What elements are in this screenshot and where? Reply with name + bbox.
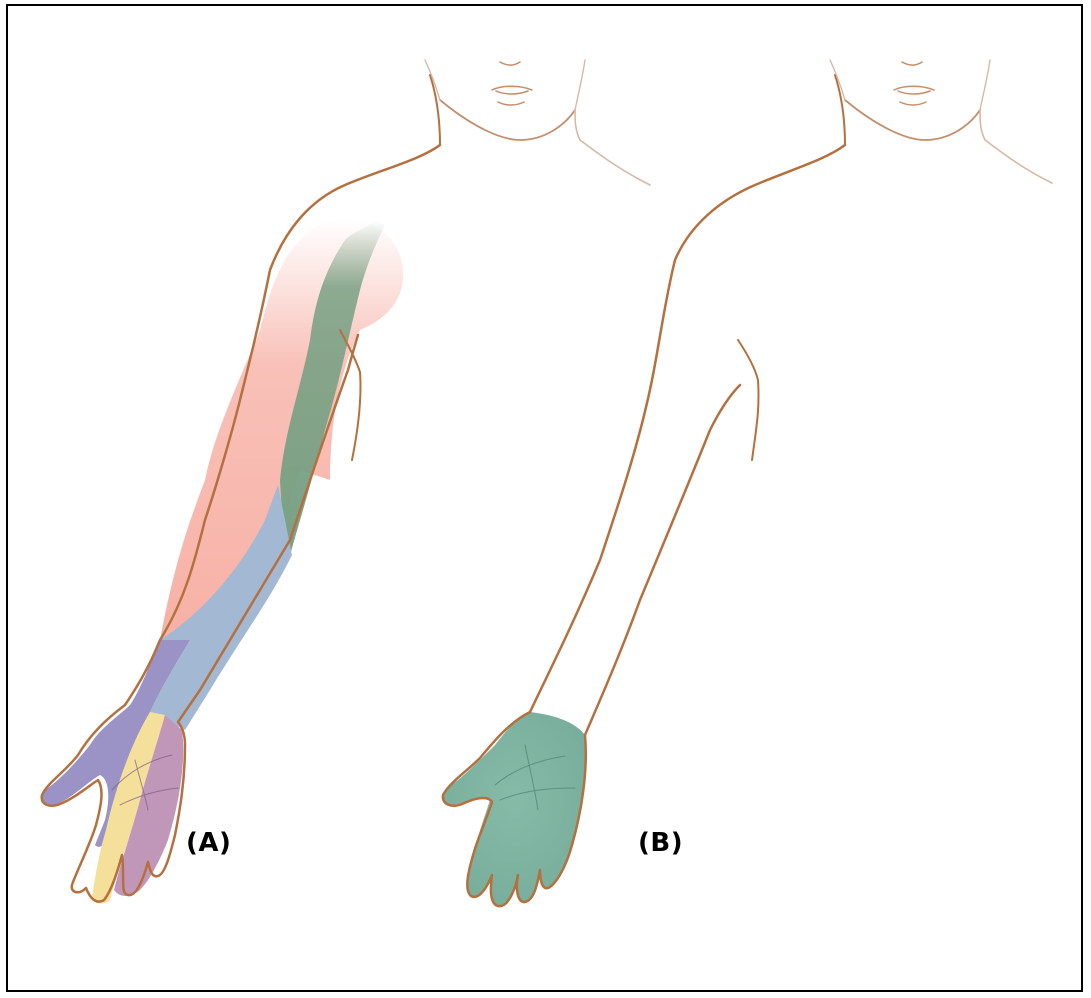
nose-b [902,62,922,65]
panel-b-figure [442,60,1052,906]
zone-teal-hand [442,712,586,906]
panel-a-label: (A) [186,828,231,858]
jaw-b [845,100,980,140]
head-side-right-b [980,60,990,110]
nose-a [500,62,520,65]
zone-pink [160,219,403,640]
head-side-right-a [575,60,585,110]
panel-b-label: (B) [638,828,683,858]
mouth-a [492,86,532,105]
mouth-b [894,86,934,105]
neck-right-b [980,110,1052,183]
armpit-line-b [738,340,759,460]
jaw-a [440,100,575,140]
neck-right-a [575,110,650,185]
